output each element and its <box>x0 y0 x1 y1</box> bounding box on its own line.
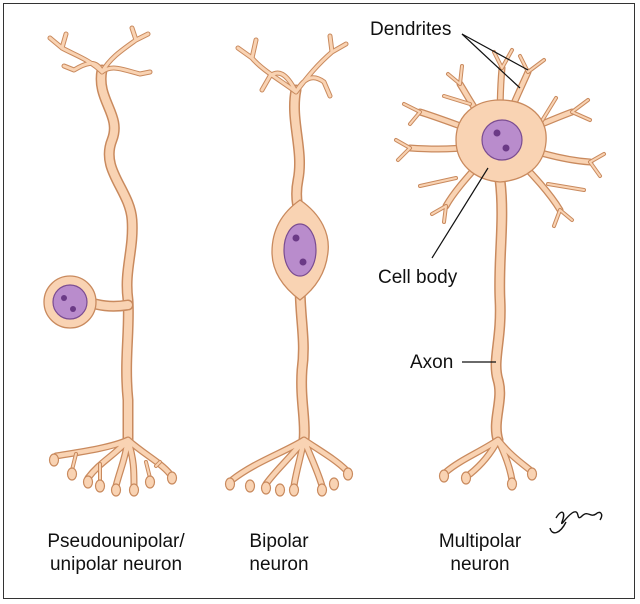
pseudounipolar-caption-line1: Pseudounipolar/ <box>47 531 185 552</box>
pseudounipolar-neuron <box>43 25 178 497</box>
pseudounipolar-nucleus <box>52 284 88 320</box>
cell-body-pointer-line <box>431 167 489 259</box>
pseudounipolar-caption: Pseudounipolar/ unipolar neuron <box>18 530 214 576</box>
signature-mark <box>549 511 603 534</box>
dendrites-pointer-line-1 <box>461 33 529 71</box>
multipolar-caption: Multipolar neuron <box>420 530 540 576</box>
bipolar-neuron <box>224 33 354 497</box>
bipolar-caption: Bipolar neuron <box>234 530 324 576</box>
pseudounipolar-caption-line2: unipolar neuron <box>49 554 183 575</box>
bipolar-caption-line2: neuron <box>249 554 309 575</box>
bipolar-caption-line1: Bipolar <box>249 531 309 552</box>
multipolar-neuron <box>394 48 606 491</box>
dendrites-pointer-line-2 <box>461 33 521 89</box>
dendrites-label: Dendrites <box>370 19 452 40</box>
multipolar-caption-line1: Multipolar <box>438 531 522 552</box>
axon-label: Axon <box>410 352 454 373</box>
multipolar-caption-line2: neuron <box>450 554 510 575</box>
multipolar-nucleus <box>481 119 523 161</box>
bipolar-nucleus <box>283 223 317 277</box>
cell-body-label: Cell body <box>378 267 458 288</box>
